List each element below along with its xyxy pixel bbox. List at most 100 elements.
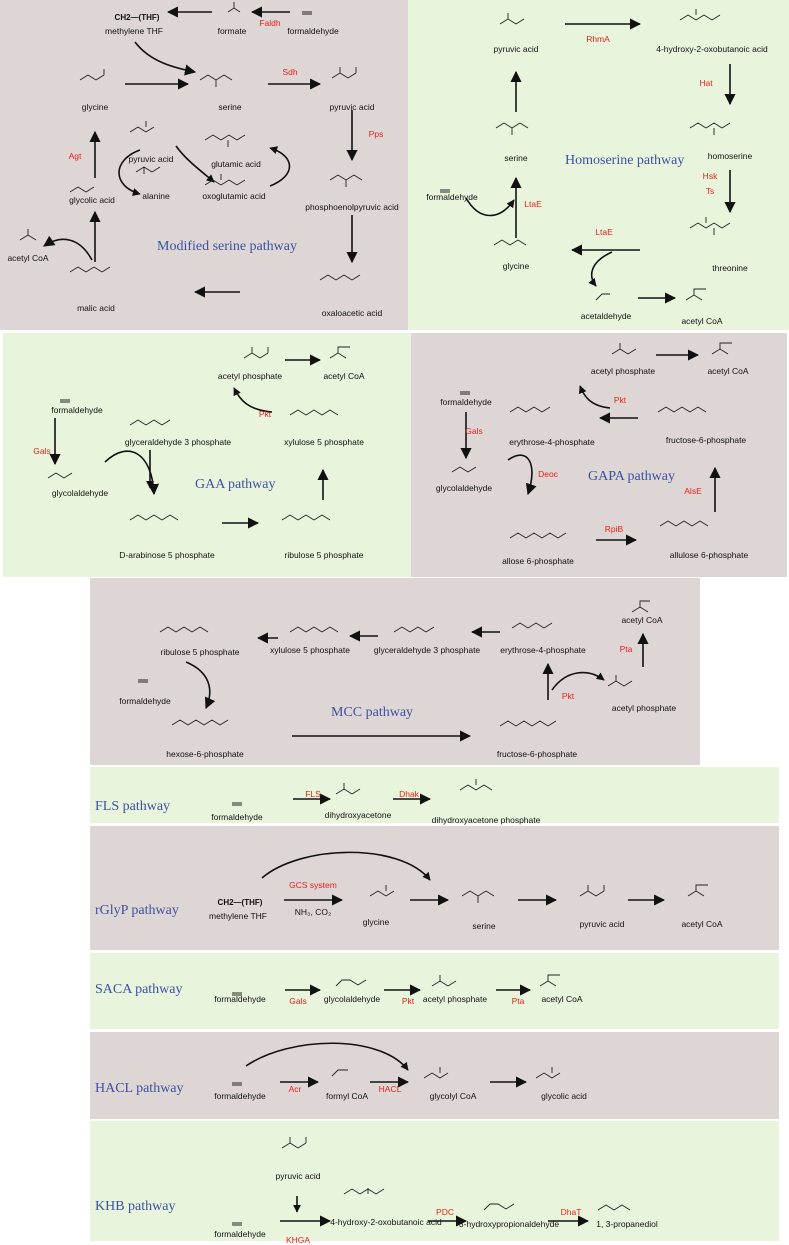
enzyme-hsk: Hsk	[702, 171, 718, 181]
label-da5p: D-arabinose 5 phosphate	[119, 550, 215, 560]
label-ru5p-mcc: ribulose 5 phosphate	[160, 647, 240, 657]
label-allulose: allulose 6-phosphate	[669, 550, 749, 560]
enzyme-hacl: HACL	[378, 1084, 402, 1094]
enzyme-alse: AlsE	[684, 486, 702, 496]
rglyp-panel	[90, 826, 779, 950]
arrow-f6p-to-acetylp	[578, 385, 611, 409]
label-f6p-mcc: fructose-6-phosphate	[496, 749, 578, 759]
enzyme-pkt-s: Pkt	[401, 996, 415, 1006]
label-glycolic-acid-hacl: glycolic acid	[541, 1091, 587, 1101]
structure-sketches	[19, 2, 732, 1226]
label-glycolic-acid: glycolic acid	[69, 195, 115, 205]
hacl-panel	[90, 1032, 779, 1119]
label-hob-khb: 4-hydroxy-2-oxobutanoic acid	[330, 1217, 442, 1227]
label-acetyl-phosphate-mcc: acetyl phosphate	[611, 703, 677, 713]
label-dhap: dihydroxyacetone phosphate	[431, 815, 541, 825]
label-nh3-co2: NH₃, CO₂	[294, 907, 332, 917]
label-homoserine: homoserine	[707, 151, 753, 161]
label-formaldehyde-hacl: formaldehyde	[214, 1091, 266, 1101]
label-formaldehyde-s: formaldehyde	[214, 994, 266, 1004]
label-pyruvic-acid: pyruvic acid	[329, 102, 375, 112]
enzyme-rhma: RhmA	[586, 34, 610, 44]
label-f6p-gapa: fructose-6-phosphate	[665, 435, 747, 445]
arrow-formaldehyde-to-glycolylcoa-arc	[245, 1042, 409, 1071]
label-methylene-thf: methylene THF	[105, 26, 163, 36]
enzyme-pps: Pps	[368, 129, 384, 139]
label-formaldehyde-fls: formaldehyde	[211, 812, 263, 822]
arrow-malic-to-acetylcoa	[43, 235, 93, 261]
enzyme-ts: Ts	[705, 186, 715, 196]
arrow-transamination-cross	[175, 145, 215, 183]
enzyme-gals-gaa: Gals	[33, 446, 51, 456]
label-acetaldehyde: acetaldehyde	[580, 311, 632, 321]
fls-panel	[90, 767, 779, 823]
label-oxaloacetic-acid: oxaloacetic acid	[321, 308, 383, 318]
label-malic-acid: malic acid	[77, 303, 115, 313]
enzyme-gals-gapa: Gals	[465, 426, 483, 436]
arrow-gals-to-allose	[507, 454, 537, 496]
khb-title: KHB pathway	[95, 1199, 176, 1214]
arrow-thf-to-serine-arc	[261, 851, 431, 881]
label-glutamic-acid: glutamic acid	[211, 159, 261, 169]
gapa-panel	[411, 333, 787, 577]
label-oxoglutamic-acid: oxoglutamic acid	[202, 191, 266, 201]
enzyme-ltae-1: LtaE	[524, 199, 542, 209]
mcc-title: MCC pathway	[331, 705, 414, 720]
label-xu5p-gaa: xylulose 5 phosphate	[284, 437, 364, 447]
thf-symbol: CH2—(THF)	[114, 13, 160, 22]
fls-title: FLS pathway	[95, 799, 171, 814]
label-formate: formate	[217, 26, 247, 36]
enzyme-pta-s: Pta	[511, 996, 525, 1006]
enzyme-sdh: Sdh	[282, 67, 298, 77]
enzyme-fls: FLS	[305, 789, 321, 799]
label-h6p: hexose-6-phosphate	[166, 749, 244, 759]
label-pyruvic-r: pyruvic acid	[579, 919, 625, 929]
label-glycolaldehyde-s: glycolaldehyde	[323, 994, 381, 1004]
enzyme-dhat: DhaT	[560, 1207, 582, 1217]
enzyme-acr: Acr	[288, 1084, 302, 1094]
enzyme-pdc: PDC	[436, 1207, 454, 1217]
gapa-title: GAPA pathway	[588, 469, 675, 484]
modified-serine-title: Modified serine pathway	[157, 239, 297, 254]
gaa-panel	[3, 333, 411, 577]
label-glycine-h: glycine	[502, 261, 530, 271]
enzyme-deoc: Deoc	[538, 469, 558, 479]
label-pyruvic-khb: pyruvic acid	[275, 1171, 321, 1181]
label-glycolaldehyde-gaa: glycolaldehyde	[51, 488, 109, 498]
enzyme-pkt-gapa: Pkt	[613, 395, 627, 405]
thf-symbol-r: CH2—(THF)	[217, 898, 263, 907]
homoserine-panel	[408, 0, 789, 330]
label-allose: allose 6-phosphate	[502, 556, 574, 566]
label-glycine: glycine	[81, 102, 109, 112]
arrow-gals-to-da5p	[104, 450, 160, 496]
label-acetyl-coa-gaa: acetyl CoA	[323, 371, 365, 381]
enzyme-gals-s: Gals	[289, 996, 307, 1006]
label-e4p-mcc: erythrose-4-phosphate	[500, 645, 586, 655]
label-acetyl-phosphate-s: acetyl phosphate	[422, 994, 488, 1004]
label-acetyl-phosphate-gapa: acetyl phosphate	[590, 366, 656, 376]
label-hpa: 3-hydroxypropionaldehyde	[458, 1219, 560, 1229]
label-glycolyl-coa: glycolyl CoA	[429, 1091, 477, 1101]
enzyme-pkt-gaa: Pkt	[258, 409, 272, 419]
label-acetyl-phosphate-gaa: acetyl phosphate	[217, 371, 283, 381]
enzyme-faldh: Faldh	[259, 18, 281, 28]
label-formaldehyde-gaa: formaldehyde	[51, 405, 103, 415]
label-acetyl-coa-s: acetyl CoA	[541, 994, 583, 1004]
label-pyruvic-acid-h: pyruvic acid	[493, 44, 539, 54]
label-glycine-r: glycine	[362, 917, 390, 927]
label-ru5p-gaa: ribulose 5 phosphate	[284, 550, 364, 560]
enzyme-hat: Hat	[699, 78, 713, 88]
label-formaldehyde: formaldehyde	[287, 26, 339, 36]
label-e4p-gapa: erythrose-4-phosphate	[509, 437, 595, 447]
enzyme-gcs: GCS system	[289, 880, 337, 890]
label-acetyl-coa-gapa: acetyl CoA	[707, 366, 749, 376]
label-pyruvic-acid-2: pyruvic acid	[128, 154, 174, 164]
saca-panel	[90, 953, 779, 1029]
enzyme-rpib: RpiB	[604, 524, 624, 534]
label-dha: dihydroxyacetone	[324, 810, 392, 820]
label-g3p-gaa: glyceraldehyde 3 phosphate	[124, 437, 232, 447]
label-methylene-thf-r: methylene THF	[209, 911, 267, 921]
label-serine: serine	[218, 102, 242, 112]
label-formyl-coa: formyl CoA	[325, 1091, 369, 1101]
